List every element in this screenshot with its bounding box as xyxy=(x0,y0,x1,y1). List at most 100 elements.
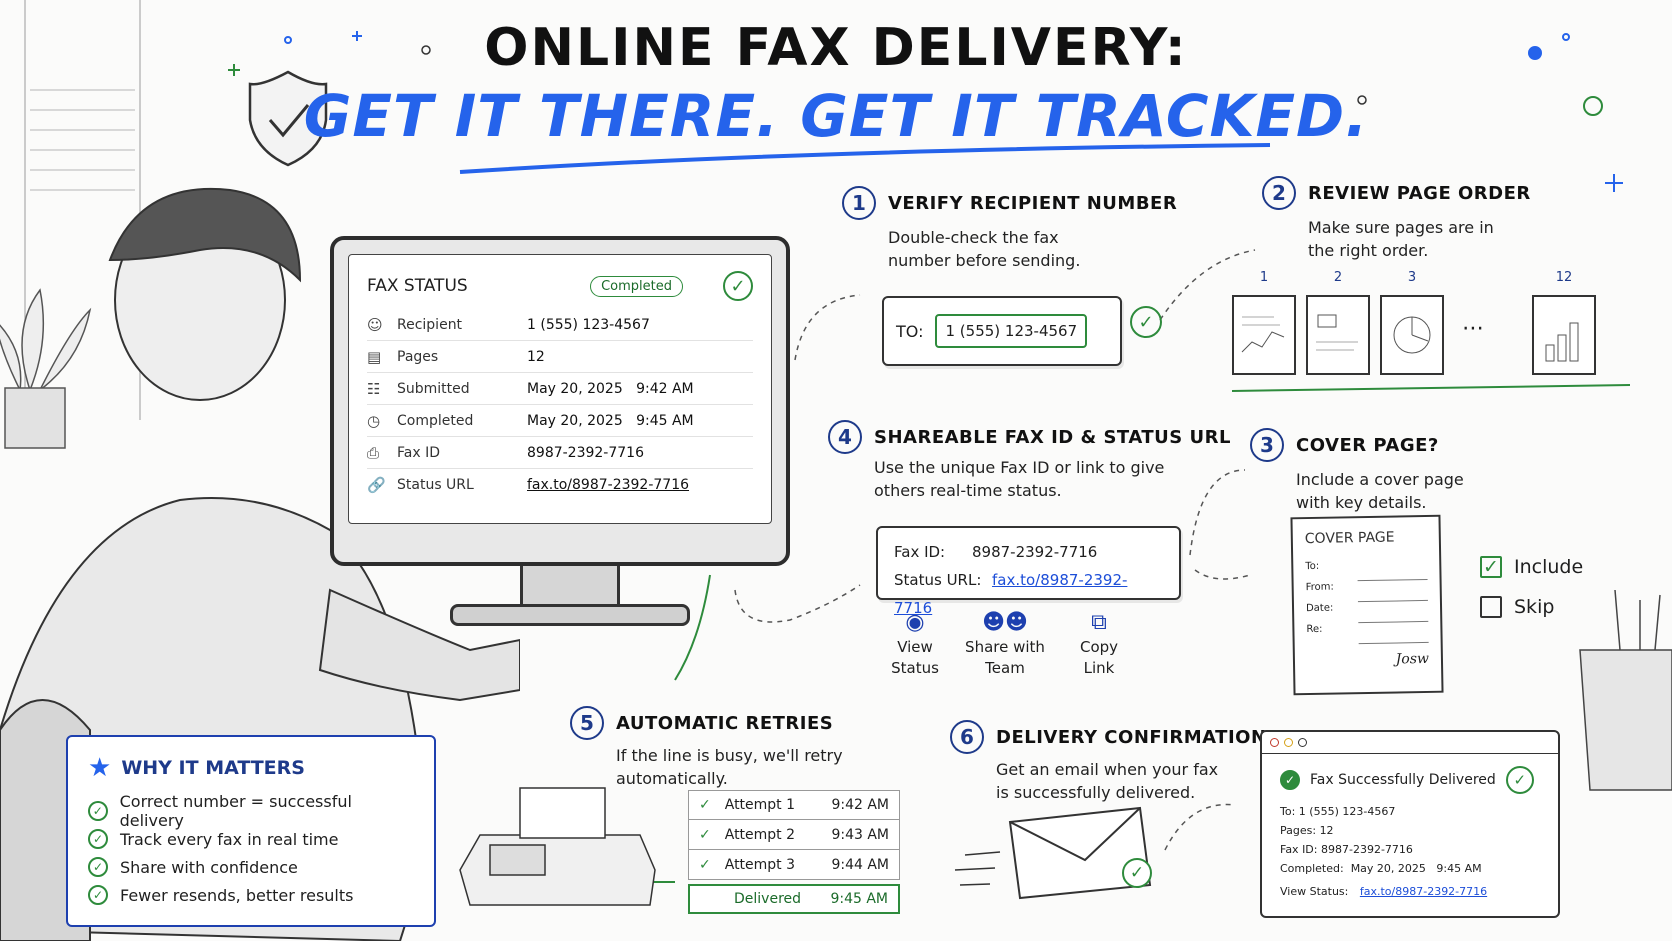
step-title: AUTOMATIC RETRIES xyxy=(616,712,834,734)
cover-page-preview: COVER PAGE To: From: Date: Re: Josw xyxy=(1290,514,1444,696)
row-label: Recipient xyxy=(397,316,463,333)
clock-icon: ◷ xyxy=(367,411,381,430)
link-icon: 🔗 xyxy=(367,476,386,494)
step-3: 3 COVER PAGE? Include a cover page with … xyxy=(1250,428,1464,514)
step-4: 4 SHAREABLE FAX ID & STATUS URL Use the … xyxy=(828,420,1231,502)
list-item: ✓ Track every fax in real time xyxy=(88,825,414,853)
fax-status-heading: FAX STATUS xyxy=(367,276,468,296)
window-dot xyxy=(1270,738,1279,747)
fax-id-box: Fax ID: 8987-2392-7716 Status URL:fax.to/… xyxy=(876,526,1181,617)
checkbox-unchecked[interactable] xyxy=(1480,596,1502,618)
check-icon: ✓ xyxy=(699,856,711,873)
window-dot xyxy=(1298,738,1307,747)
step-desc: Make sure pages are in xyxy=(1308,218,1494,237)
fax-status-row: ◷ Completed May 20, 2025 9:45 AM xyxy=(367,405,753,437)
check-icon: ✓ xyxy=(88,885,108,905)
eye-icon: ◉ xyxy=(905,610,925,635)
recipient-entry: TO: 1 (555) 123-4567 xyxy=(882,296,1122,366)
fax-id-value: 8987-2392-7716 xyxy=(972,543,1098,561)
fax-status-row: ☷ Submitted May 20, 2025 9:42 AM xyxy=(367,373,753,405)
row-value: 12 xyxy=(527,348,545,365)
option-label: Include xyxy=(1514,556,1584,578)
cover-field: Date: xyxy=(1306,601,1429,624)
action-label: Status xyxy=(891,659,939,677)
window-dot xyxy=(1284,738,1293,747)
check-circle-icon: ✓ xyxy=(1122,858,1152,888)
step-desc: is successfully delivered. xyxy=(996,783,1196,802)
check-icon: ✓ xyxy=(699,797,711,813)
skip-option[interactable]: Skip xyxy=(1480,596,1554,618)
fax-id-label: Fax ID: xyxy=(894,543,946,561)
row-value: 1 (555) 123-4567 xyxy=(527,316,650,333)
step-desc: the right order. xyxy=(1308,241,1429,260)
page-number: 2 xyxy=(1333,270,1343,285)
page-number: 1 xyxy=(1259,270,1269,285)
title-line-2: GET IT THERE. GET IT TRACKED. xyxy=(303,82,1369,150)
pages-icon: ▤ xyxy=(367,347,382,366)
fax-status-row: ☺ Recipient 1 (555) 123-4567 xyxy=(367,309,753,341)
item-text: Track every fax in real time xyxy=(120,829,339,849)
page-thumbnail xyxy=(1380,295,1444,375)
row-label: Fax ID xyxy=(397,444,440,461)
check-circle-icon: ✓ xyxy=(1280,770,1300,790)
step-title: REVIEW PAGE ORDER xyxy=(1308,182,1531,204)
row-label: Status URL xyxy=(397,477,474,493)
list-item: ✓Fewer resends, better results xyxy=(88,881,414,909)
status-url-link[interactable]: fax.to/8987-2392-7716 xyxy=(527,477,690,493)
step-number: 3 xyxy=(1250,428,1284,462)
row-value: May 20, 2025 9:42 AM xyxy=(527,380,694,397)
step-6: 6 DELIVERY CONFIRMATION Get an email whe… xyxy=(950,720,1267,804)
check-icon: ✓ xyxy=(88,857,108,877)
confirm-heading: Fax Successfully Delivered xyxy=(1310,771,1496,788)
page-thumbnail xyxy=(1532,295,1596,375)
check-circle-icon: ✓ xyxy=(1130,306,1162,338)
page-number: 3 xyxy=(1407,270,1417,285)
check-circle-icon: ✓ xyxy=(723,271,753,301)
why-it-matters-box: ★ WHY IT MATTERS ✓Correct number = succe… xyxy=(66,735,436,927)
page-number: 12 xyxy=(1555,270,1573,285)
confirm-fax-id: Fax ID: 8987-2392-7716 xyxy=(1280,843,1413,856)
title-line-1: ONLINE FAX DELIVERY: xyxy=(484,18,1188,78)
item-text: Share with confidence xyxy=(120,857,298,877)
checkbox-checked[interactable]: ✓ xyxy=(1480,556,1502,578)
option-label: Skip xyxy=(1514,596,1555,618)
status-url-label: Status URL: xyxy=(894,571,982,589)
list-item: ✓ Share with confidence xyxy=(88,853,414,881)
recipient-number-field[interactable]: 1 (555) 123-4567 xyxy=(935,314,1088,348)
step-title: COVER PAGE? xyxy=(1296,434,1439,456)
step-desc: Get an email when your fax xyxy=(996,760,1219,779)
action-label: Share with xyxy=(965,638,1045,656)
share-with-team-button[interactable]: ☻☻ Share with Team xyxy=(960,612,1050,679)
action-label: Copy xyxy=(1079,638,1119,656)
row-value: 8987-2392-7716 xyxy=(527,444,644,461)
delivery-confirmation-window: ✓ Fax Successfully Delivered ✓ To: 1 (55… xyxy=(1260,730,1560,918)
view-status-link[interactable]: fax.to/8987-2392-7716 xyxy=(1359,885,1488,898)
step-1: 1 VERIFY RECIPIENT NUMBER Double-check t… xyxy=(842,186,1177,272)
check-icon: ✓ xyxy=(88,801,108,821)
step-number: 4 xyxy=(828,420,862,454)
monitor-base xyxy=(450,604,690,626)
person-icon: ☺ xyxy=(367,315,383,334)
check-icon: ✓ xyxy=(699,826,711,843)
include-option[interactable]: ✓ Include xyxy=(1480,556,1583,578)
status-url-link[interactable]: fax.to/8987-2392-7716 xyxy=(894,571,1128,617)
step-desc: Use the unique Fax ID or link to give xyxy=(874,458,1165,477)
star-icon: ★ xyxy=(88,753,112,783)
step-title: VERIFY RECIPIENT NUMBER xyxy=(888,192,1178,214)
check-circle-icon: ✓ xyxy=(1505,766,1534,794)
copy-icon: ⧉ xyxy=(1091,610,1107,635)
copy-link-button[interactable]: ⧉ Copy Link xyxy=(1054,612,1144,679)
step-5: 5 AUTOMATIC RETRIES If the line is busy,… xyxy=(570,706,843,790)
row-label: Pages xyxy=(397,348,439,365)
step-title: DELIVERY CONFIRMATION xyxy=(996,726,1267,748)
view-status-button[interactable]: ◉ View Status xyxy=(870,612,960,679)
check-icon: ✓ xyxy=(88,829,108,849)
status-badge: Completed xyxy=(590,275,683,297)
step-desc: Double-check the fax xyxy=(888,228,1059,247)
step-desc: number before sending. xyxy=(888,251,1081,270)
